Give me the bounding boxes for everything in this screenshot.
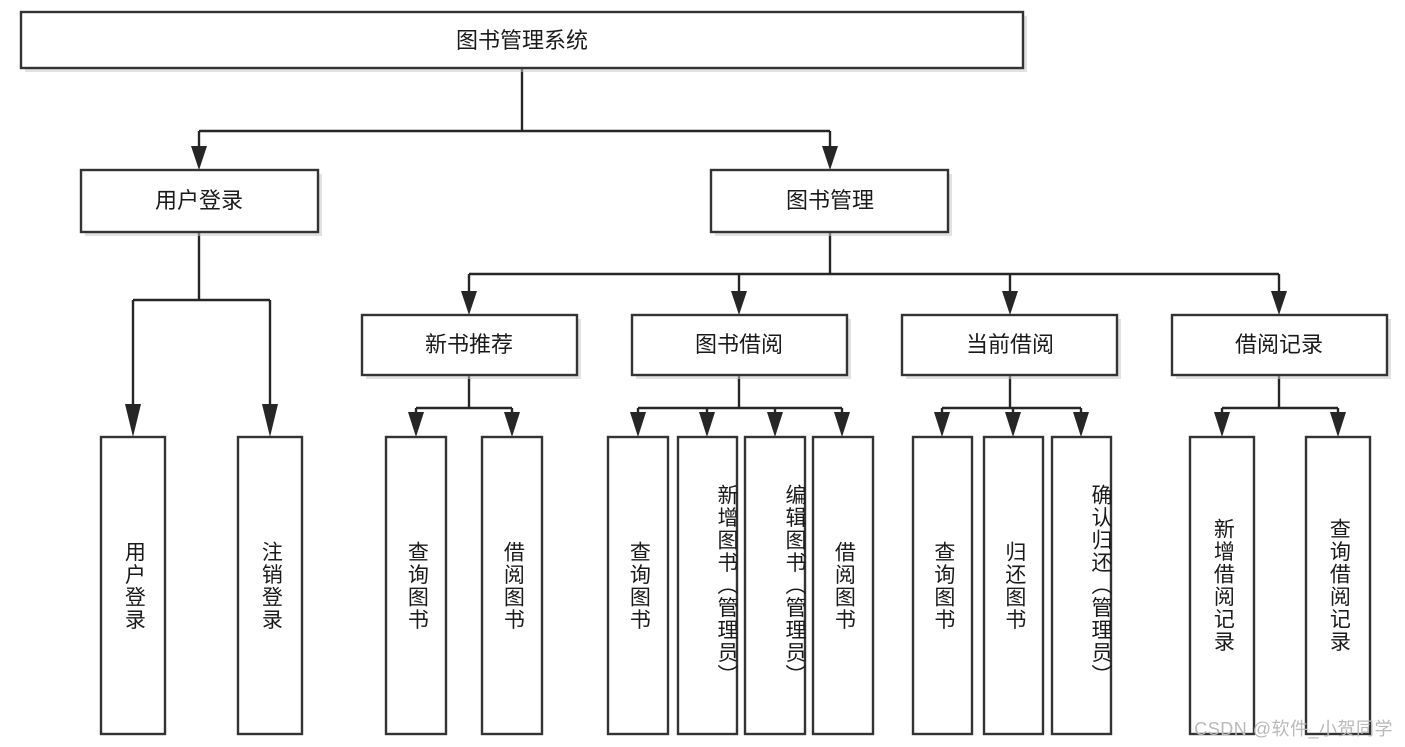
node-root-box[interactable] bbox=[19, 10, 1025, 70]
node-current-borrow-label: 当前借阅 bbox=[966, 332, 1054, 357]
node-leaf-add-book-box[interactable] bbox=[676, 435, 739, 736]
node-leaf-edit-book-box[interactable] bbox=[743, 435, 807, 736]
arrowhead-leaf-return-book bbox=[1005, 412, 1021, 437]
node-book-manage-box[interactable] bbox=[709, 168, 950, 234]
node-borrow-record-label: 借阅记录 bbox=[1235, 332, 1323, 357]
node-book-manage-label: 图书管理 bbox=[786, 188, 874, 213]
arrowhead-leaf-edit-book bbox=[767, 412, 783, 437]
node-root-label: 图书管理系统 bbox=[456, 28, 588, 53]
arrowhead-leaf-logout bbox=[262, 404, 278, 437]
arrowhead-leaf-user-login bbox=[125, 404, 141, 437]
node-new-book-rec-label: 新书推荐 bbox=[425, 332, 513, 357]
node-leaf-add-record-box[interactable] bbox=[1188, 435, 1256, 736]
node-leaf-borrow-book-a-box[interactable] bbox=[480, 435, 544, 736]
node-book-borrow-label: 图书借阅 bbox=[695, 332, 783, 357]
arrowhead-leaf-query-record bbox=[1330, 412, 1346, 437]
node-current-borrow-box[interactable] bbox=[900, 313, 1119, 377]
arrowhead-leaf-query-book-a bbox=[408, 412, 424, 437]
node-new-book-rec-box[interactable] bbox=[360, 313, 579, 377]
arrowhead-borrow-record bbox=[1271, 291, 1287, 315]
arrowhead-user-login bbox=[191, 146, 207, 170]
arrowhead-current-borrow bbox=[1002, 291, 1018, 315]
node-user-login-label: 用户登录 bbox=[155, 188, 243, 213]
arrowhead-book-manage bbox=[822, 146, 838, 170]
node-leaf-query-book-b-box[interactable] bbox=[606, 435, 670, 736]
node-leaf-user-login-box[interactable] bbox=[99, 435, 167, 736]
node-leaf-confirm-return-box[interactable] bbox=[1050, 435, 1113, 736]
node-leaf-logout-box[interactable] bbox=[236, 435, 304, 736]
node-leaf-query-book-a-box[interactable] bbox=[384, 435, 448, 736]
arrowhead-leaf-confirm-return bbox=[1073, 412, 1089, 437]
arrowhead-leaf-borrow-book-b bbox=[834, 412, 850, 437]
node-leaf-borrow-book-b-box[interactable] bbox=[811, 435, 875, 736]
node-leaf-return-book-box[interactable] bbox=[982, 435, 1045, 736]
arrowhead-leaf-query-book-b bbox=[630, 412, 646, 437]
arrowhead-leaf-query-book-c bbox=[934, 412, 950, 437]
arrowhead-new-book-rec bbox=[461, 291, 477, 315]
arrowhead-leaf-add-record bbox=[1214, 412, 1230, 437]
arrowhead-leaf-add-book bbox=[699, 412, 715, 437]
node-borrow-record-box[interactable] bbox=[1170, 313, 1389, 377]
node-user-login-box[interactable] bbox=[79, 168, 320, 234]
connector-layer bbox=[125, 68, 1346, 437]
arrowhead-book-borrow bbox=[731, 291, 747, 315]
node-layer: 图书管理系统 用户登录 图书管理 新书推荐 图书借阅 当前借阅 借阅记录 bbox=[19, 10, 1391, 736]
node-leaf-query-record-box[interactable] bbox=[1304, 435, 1372, 736]
node-leaf-query-book-c-box[interactable] bbox=[911, 435, 974, 736]
node-book-borrow-box[interactable] bbox=[630, 313, 849, 377]
arrowhead-leaf-borrow-book-a bbox=[504, 412, 520, 437]
csdn-watermark: CSDN @软件_小贺同学 bbox=[1194, 719, 1393, 739]
